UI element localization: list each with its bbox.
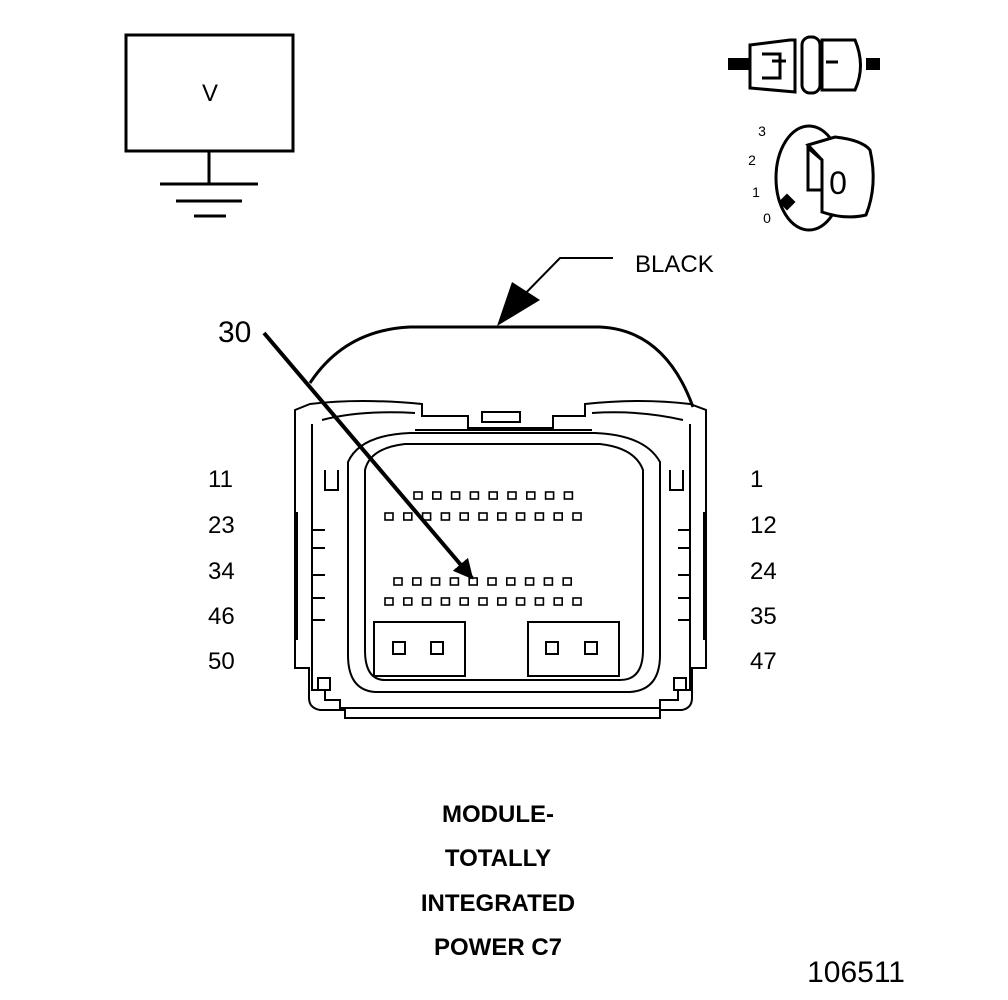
ignition-key-icon: 3 2 1 0 0 bbox=[748, 123, 875, 232]
left-pin-label: 34 bbox=[208, 558, 235, 585]
pin-cavity bbox=[515, 597, 526, 606]
pin-cavity bbox=[384, 512, 394, 521]
pin-cavity bbox=[421, 512, 432, 521]
pin-cavity bbox=[543, 577, 554, 586]
right-pin-label: 35 bbox=[750, 603, 777, 630]
pin-cavities bbox=[384, 491, 582, 606]
left-pin-label: 23 bbox=[208, 512, 235, 539]
left-pin-label: 11 bbox=[208, 466, 233, 493]
pin-cavity bbox=[449, 577, 460, 586]
pin-cavity bbox=[459, 512, 470, 521]
right-pin-label: 1 bbox=[750, 466, 763, 493]
pin-cavity bbox=[459, 597, 470, 606]
color-callout-label: BLACK bbox=[635, 251, 714, 278]
ignition-position-0: 0 bbox=[763, 210, 771, 226]
pin-cavity bbox=[572, 597, 582, 606]
voltmeter-symbol: V bbox=[202, 80, 218, 107]
pin-cavity bbox=[553, 597, 564, 606]
pin-cavity bbox=[534, 597, 545, 606]
pin-cavity bbox=[413, 491, 423, 500]
right-pin-label: 12 bbox=[750, 512, 777, 539]
pin-cavity bbox=[505, 577, 516, 586]
pin-cavity bbox=[525, 491, 536, 500]
pin-cavity bbox=[507, 491, 517, 500]
pin-cavity bbox=[563, 491, 574, 500]
connector-face bbox=[294, 325, 707, 719]
pin-cavity bbox=[562, 577, 573, 586]
pin-callout-label: 30 bbox=[218, 316, 251, 349]
pin-cavity bbox=[411, 577, 422, 586]
right-pin-labels: 1 12 24 35 47 bbox=[750, 466, 777, 675]
ignition-position-3: 3 bbox=[758, 123, 766, 139]
pin-cavity bbox=[572, 512, 582, 521]
left-pin-labels: 11 23 34 46 50 bbox=[208, 466, 235, 675]
pin-cavity bbox=[478, 597, 488, 606]
ground-symbol-icon bbox=[160, 151, 258, 218]
pin-cavity bbox=[553, 512, 564, 521]
ignition-position-1: 1 bbox=[752, 184, 760, 200]
ignition-position-2: 2 bbox=[748, 152, 756, 168]
right-pin-label: 24 bbox=[750, 558, 777, 585]
caption: MODULE- TOTALLY INTEGRATED POWER C7 bbox=[421, 801, 575, 961]
pin-cavity bbox=[402, 512, 413, 521]
pin-cavity bbox=[440, 597, 451, 606]
pin-cavity bbox=[450, 491, 461, 500]
ignition-key-position: 0 bbox=[829, 165, 847, 201]
pin-cavity bbox=[524, 577, 535, 586]
pin-cavity bbox=[421, 597, 432, 606]
caption-line: TOTALLY bbox=[445, 845, 551, 872]
caption-line: INTEGRATED bbox=[421, 890, 575, 917]
figure-number: 106511 bbox=[807, 956, 905, 989]
left-pin-label: 46 bbox=[208, 603, 235, 630]
voltmeter-icon: V bbox=[124, 33, 295, 153]
pin-cavity bbox=[544, 491, 555, 500]
pin-cavity bbox=[431, 491, 442, 500]
pin-callout: 30 bbox=[218, 316, 474, 580]
right-pin-label: 47 bbox=[750, 648, 777, 675]
pin-cavity bbox=[393, 577, 403, 586]
pin-cavity bbox=[515, 512, 526, 521]
pin-cavity bbox=[384, 597, 394, 606]
disconnected-connector-icon bbox=[728, 35, 880, 95]
pin-cavity bbox=[488, 491, 499, 500]
pin-cavity bbox=[402, 597, 413, 606]
pin-cavity bbox=[430, 577, 441, 586]
pin-cavity bbox=[496, 597, 507, 606]
pin-cavity bbox=[478, 512, 488, 521]
pin-cavity bbox=[469, 491, 480, 500]
left-pin-label: 50 bbox=[208, 648, 235, 675]
caption-line: MODULE- bbox=[442, 801, 554, 828]
pin-cavity bbox=[487, 577, 497, 586]
color-callout: BLACK bbox=[497, 251, 714, 326]
caption-line: POWER C7 bbox=[434, 934, 562, 961]
pin-cavity bbox=[534, 512, 545, 521]
pin-cavity bbox=[440, 512, 451, 521]
pin-cavity bbox=[496, 512, 507, 521]
